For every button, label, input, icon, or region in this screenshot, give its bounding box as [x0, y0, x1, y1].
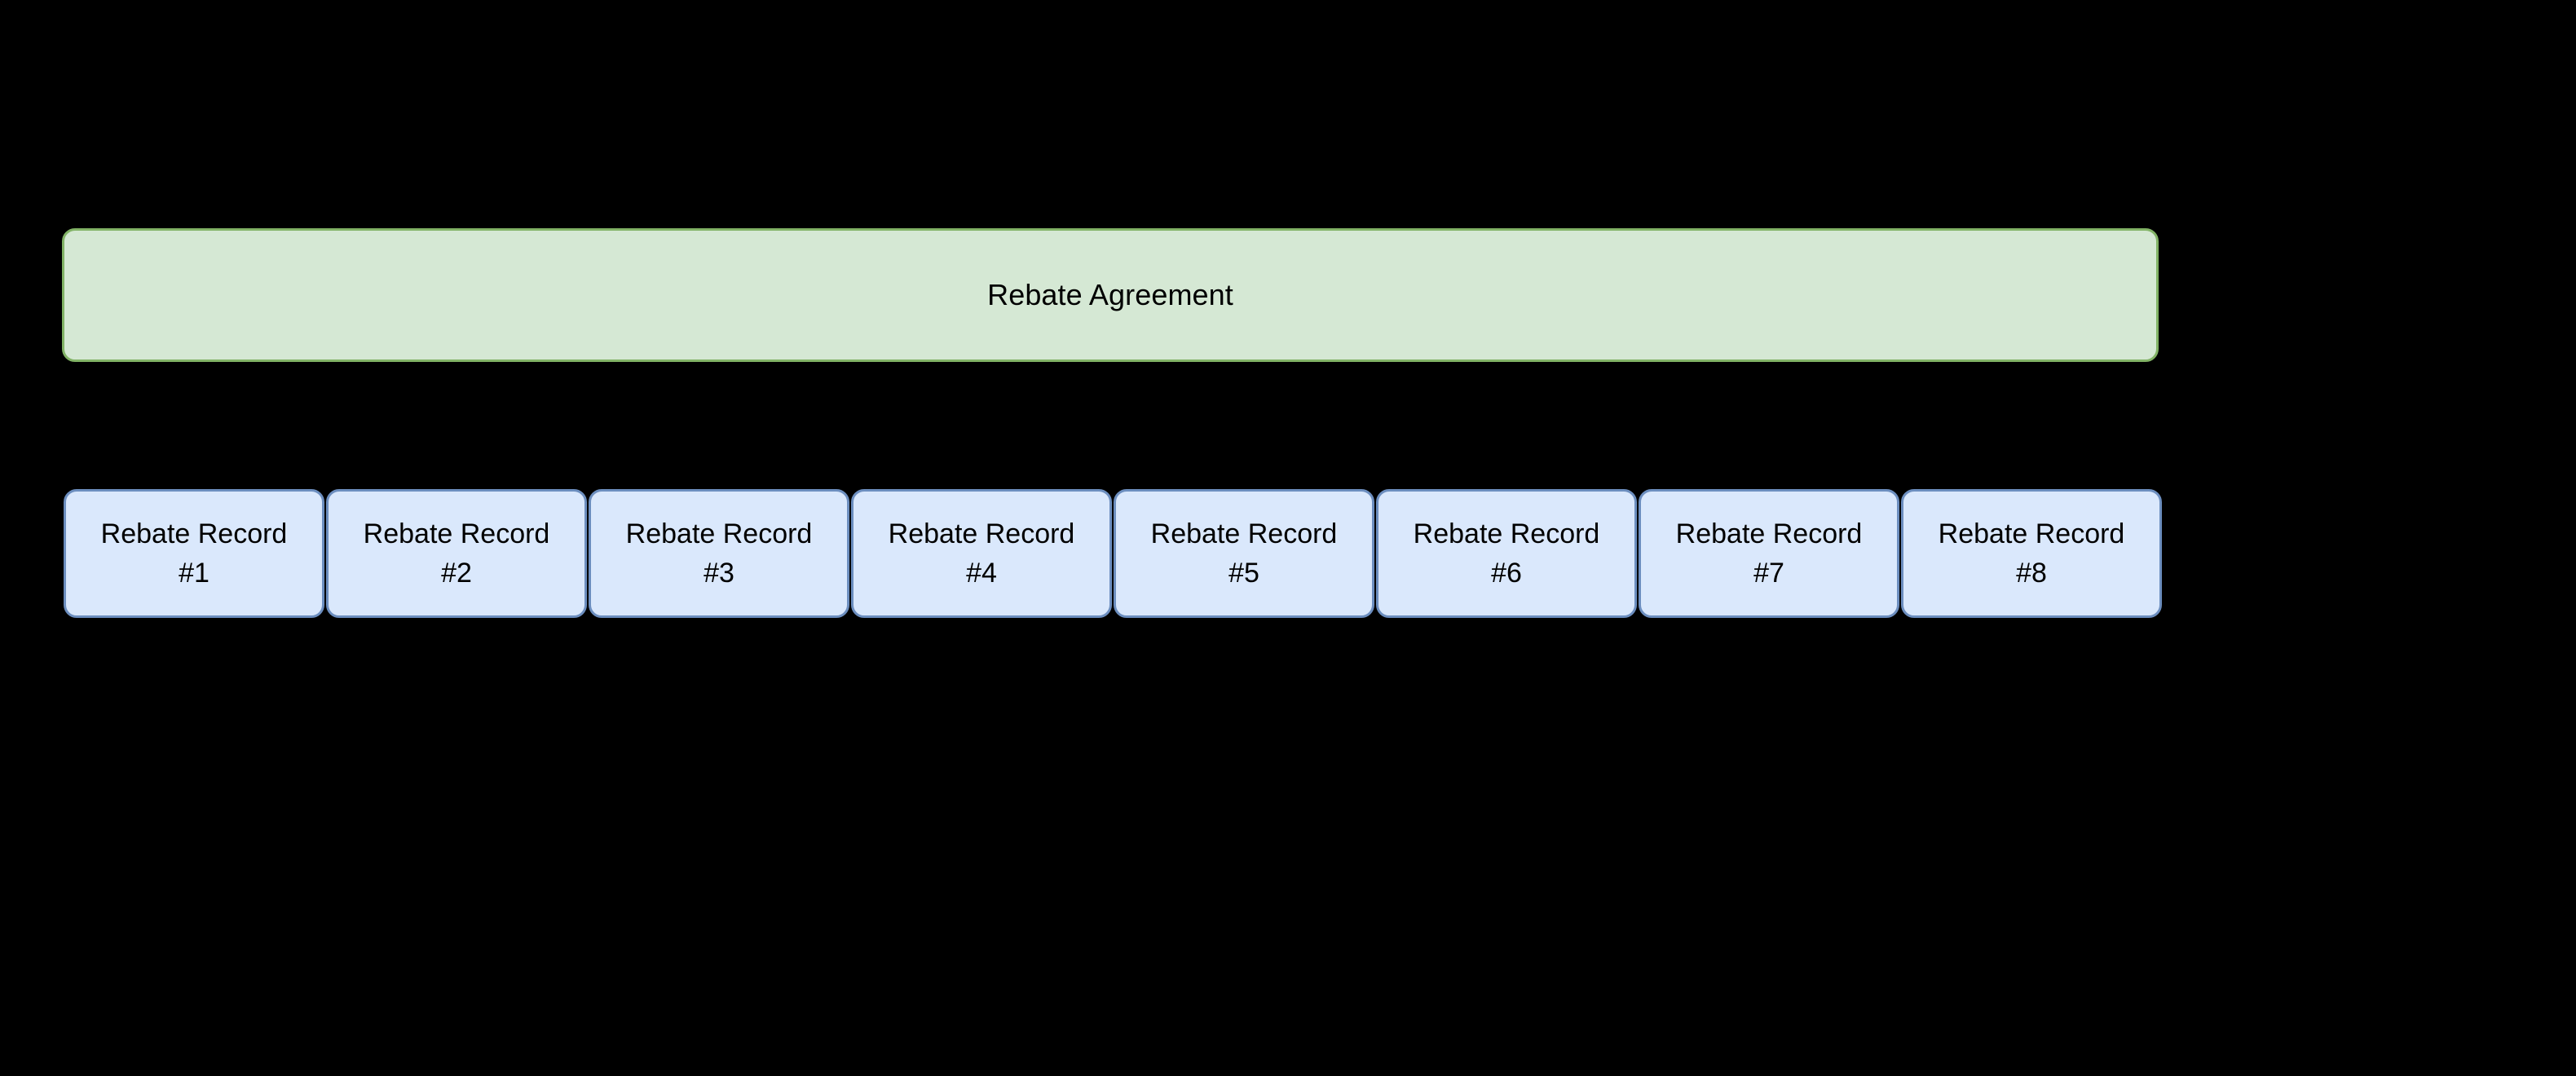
- rebate-record-node-4[interactable]: Rebate Record #4: [851, 489, 1112, 618]
- rebate-record-label-1: Rebate Record #1: [100, 518, 288, 589]
- rebate-record-node-1[interactable]: Rebate Record #1: [64, 489, 324, 618]
- rebate-record-row: Rebate Record #1 Rebate Record #2 Rebate…: [64, 489, 2162, 618]
- rebate-record-label-7: Rebate Record #7: [1675, 518, 1863, 589]
- rebate-record-node-6[interactable]: Rebate Record #6: [1376, 489, 1637, 618]
- rebate-record-node-2[interactable]: Rebate Record #2: [326, 489, 587, 618]
- rebate-record-label-4: Rebate Record #4: [888, 518, 1075, 589]
- rebate-record-label-3: Rebate Record #3: [625, 518, 813, 589]
- rebate-record-label-8: Rebate Record #8: [1938, 518, 2125, 589]
- rebate-record-label-2: Rebate Record #2: [363, 518, 550, 589]
- rebate-record-node-8[interactable]: Rebate Record #8: [1901, 489, 2162, 618]
- rebate-record-node-7[interactable]: Rebate Record #7: [1639, 489, 1899, 618]
- rebate-record-label-6: Rebate Record #6: [1413, 518, 1600, 589]
- rebate-record-node-5[interactable]: Rebate Record #5: [1114, 489, 1374, 618]
- rebate-record-node-3[interactable]: Rebate Record #3: [589, 489, 849, 618]
- rebate-agreement-label: Rebate Agreement: [987, 278, 1233, 311]
- rebate-agreement-node[interactable]: Rebate Agreement: [62, 228, 2159, 362]
- rebate-record-label-5: Rebate Record #5: [1150, 518, 1338, 589]
